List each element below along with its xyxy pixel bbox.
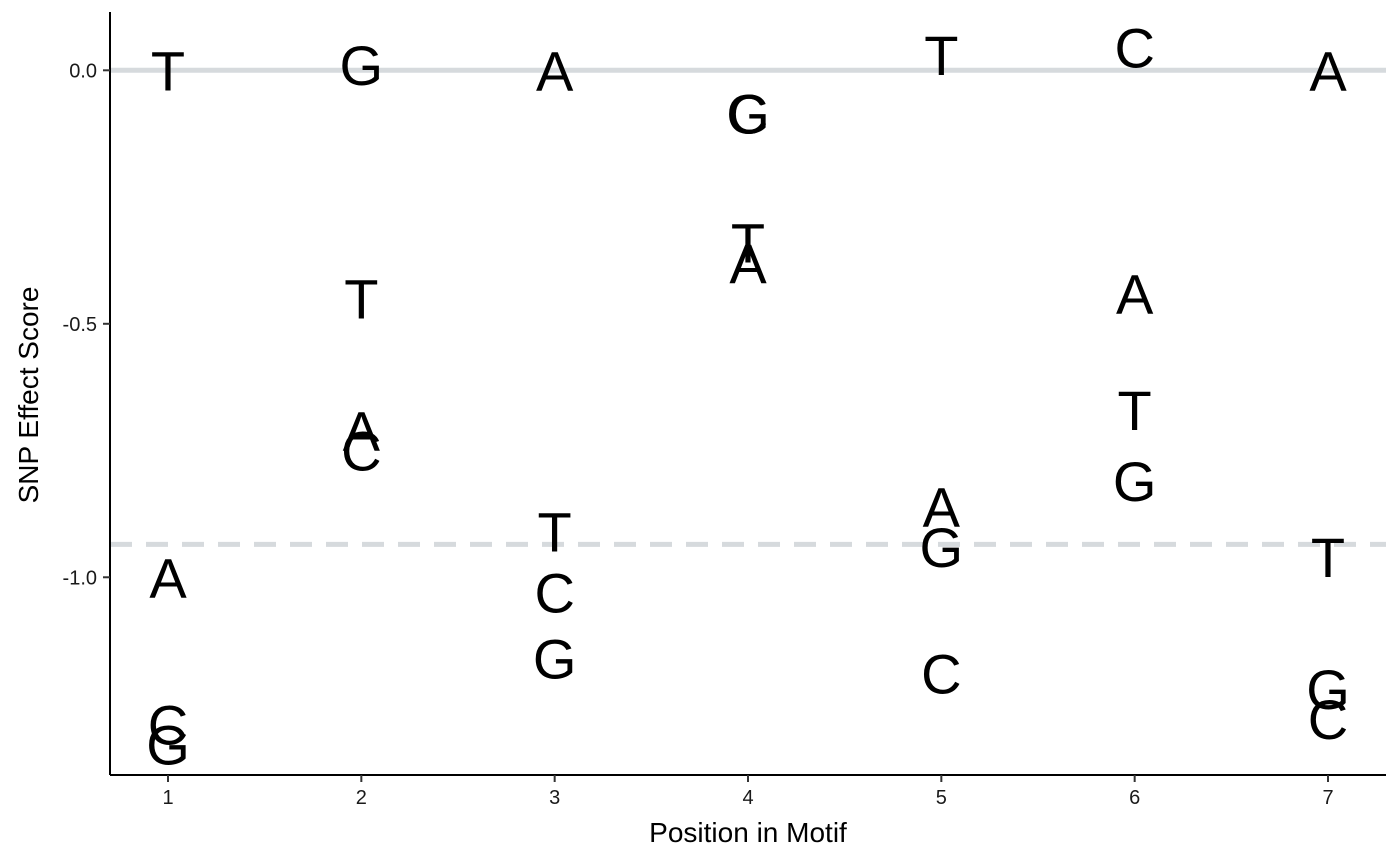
y-tick-label: -1.0 <box>63 567 97 589</box>
x-tick-label: 6 <box>1129 787 1140 809</box>
letter-point-g: G <box>340 34 384 97</box>
letter-point-t: T <box>731 212 765 275</box>
letter-point-c: C <box>341 420 381 483</box>
x-tick-label: 4 <box>742 787 753 809</box>
letter-point-g: G <box>920 516 964 579</box>
letter-point-c: C <box>148 693 188 756</box>
y-tick-label: -0.5 <box>63 314 97 336</box>
letter-point-g: G <box>726 82 770 145</box>
letter-point-t: T <box>538 501 572 564</box>
x-axis-title: Position in Motif <box>649 817 847 848</box>
letter-point-t: T <box>1311 526 1345 589</box>
x-axis-ticks: 1 2 3 4 5 6 7 <box>162 775 1334 809</box>
y-tick-label: 0.0 <box>69 60 97 82</box>
letter-point-g: G <box>146 714 190 777</box>
letter-point-a: A <box>1116 262 1154 325</box>
letter-point-c: C <box>1114 16 1154 79</box>
letter-point-a: A <box>149 546 187 609</box>
letter-point-a: A <box>343 399 381 462</box>
letter-point-t: T <box>344 267 378 330</box>
letter-point-g: G <box>1113 450 1157 513</box>
x-tick-label: 2 <box>356 787 367 809</box>
letter-point-c: C <box>1308 688 1348 751</box>
letter-point-t: T <box>1118 379 1152 442</box>
x-tick-label: 1 <box>162 787 173 809</box>
letter-point-g: G <box>533 627 577 690</box>
letter-point-a: A <box>536 39 574 102</box>
letter-point-t: T <box>151 39 185 102</box>
y-axis-ticks: 0.0 -0.5 -1.0 <box>63 60 110 589</box>
letter-point-t: T <box>924 24 958 87</box>
letter-point-c: C <box>728 82 768 145</box>
x-tick-label: 3 <box>549 787 560 809</box>
letter-point-c: C <box>921 643 961 706</box>
letter-point-a: A <box>923 475 961 538</box>
x-tick-label: 5 <box>936 787 947 809</box>
reference-lines <box>110 67 1386 547</box>
y-axis-title: SNP Effect Score <box>13 287 44 504</box>
letter-point-g: G <box>1306 658 1350 721</box>
letter-point-c: C <box>534 561 574 624</box>
x-tick-label: 7 <box>1322 787 1333 809</box>
letter-point-a: A <box>729 232 767 295</box>
letter-point-a: A <box>1309 39 1347 102</box>
